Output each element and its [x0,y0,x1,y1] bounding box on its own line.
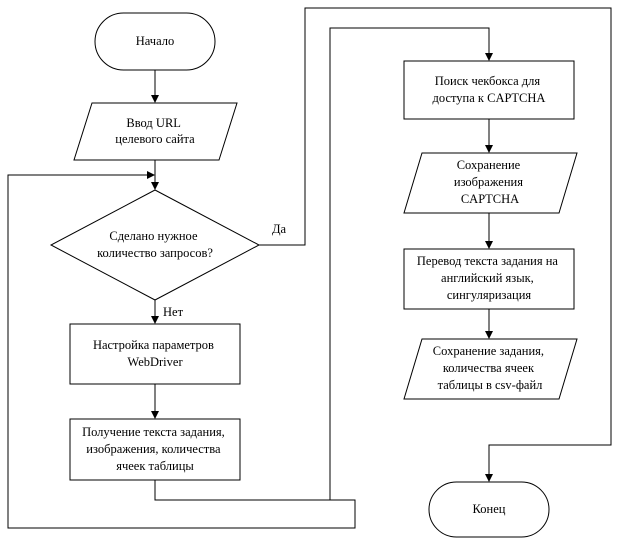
find-checkbox-label: Поиск чекбокса для доступа к CAPTCHA [433,74,546,105]
setup-webdriver-box [69,323,241,385]
save-image-label-line: изображения [454,175,523,189]
save-image-label: Сохранение изображения CAPTCHA [454,158,526,206]
find-checkbox-box [403,60,575,120]
enter-url-parallelogram [73,102,238,161]
start-terminator [94,12,216,71]
enter-url-label-line: Ввод URL [126,116,180,130]
enter-url-label: Ввод URL целевого сайта [115,116,195,146]
arrow-head [151,316,159,324]
find-checkbox-label-line: Поиск чекбокса для [435,74,541,88]
arrow-head [485,53,493,61]
translate-box [403,248,575,310]
decision-label: Сделано нужное количество запросов? [97,229,213,260]
arrow-head [151,182,159,190]
setup-webdriver-label: Настройка параметров WebDriver [93,338,217,369]
translate-label-line: английский язык, [441,271,534,285]
end-label-line: Конец [473,502,506,516]
start-label: Начало [136,34,175,48]
translate-label-line: сингуляризация [447,288,532,302]
decision-diamond [49,189,261,301]
save-image-parallelogram [403,152,578,214]
node-labels: Начало Ввод URL целевого сайта Сделано н… [82,34,561,516]
decision-label-line: количество запросов? [97,246,213,260]
translate-label-line: Перевод текста задания на [417,254,559,268]
arrow-head [485,331,493,339]
connector-get-to-column [154,27,490,501]
save-image-label-line: Сохранение [457,158,521,172]
end-label: Конец [473,502,506,516]
save-csv-label-line: таблицы в csv-файл [438,378,543,392]
arrow-head [147,171,155,179]
save-csv-parallelogram [403,338,578,400]
get-task-label: Получение текста задания, изображения, к… [82,425,228,473]
save-csv-label-line: Сохранение задания, [433,344,544,358]
arrow-head [485,145,493,153]
save-csv-label: Сохранение задания, количества ячеек таб… [433,344,547,392]
get-task-label-line: изображения, количества [86,442,221,456]
arrow-head [485,474,493,482]
arrow-head [485,241,493,249]
setup-webdriver-label-line: WebDriver [127,355,183,369]
enter-url-label-line: целевого сайта [115,132,195,146]
find-checkbox-label-line: доступа к CAPTCHA [433,91,546,105]
end-terminator [428,481,550,538]
start-label-line: Начало [136,34,175,48]
translate-label: Перевод текста задания на английский язы… [417,254,561,302]
get-task-box [69,418,241,481]
decision-label-line: Сделано нужное [109,229,198,243]
shapes [49,12,578,538]
get-task-label-line: Получение текста задания, [82,425,225,439]
edge-label-yes: Да [272,222,287,236]
arrow-head [151,95,159,103]
edge-label-no: Нет [163,305,184,319]
connector-decision-yes [259,7,612,474]
setup-webdriver-label-line: Настройка параметров [93,338,214,352]
save-csv-label-line: количества ячеек [443,361,535,375]
get-task-label-line: ячеек таблицы [116,459,194,473]
arrow-head [151,411,159,419]
save-image-label-line: CAPTCHA [461,192,519,206]
connectors [7,7,612,529]
